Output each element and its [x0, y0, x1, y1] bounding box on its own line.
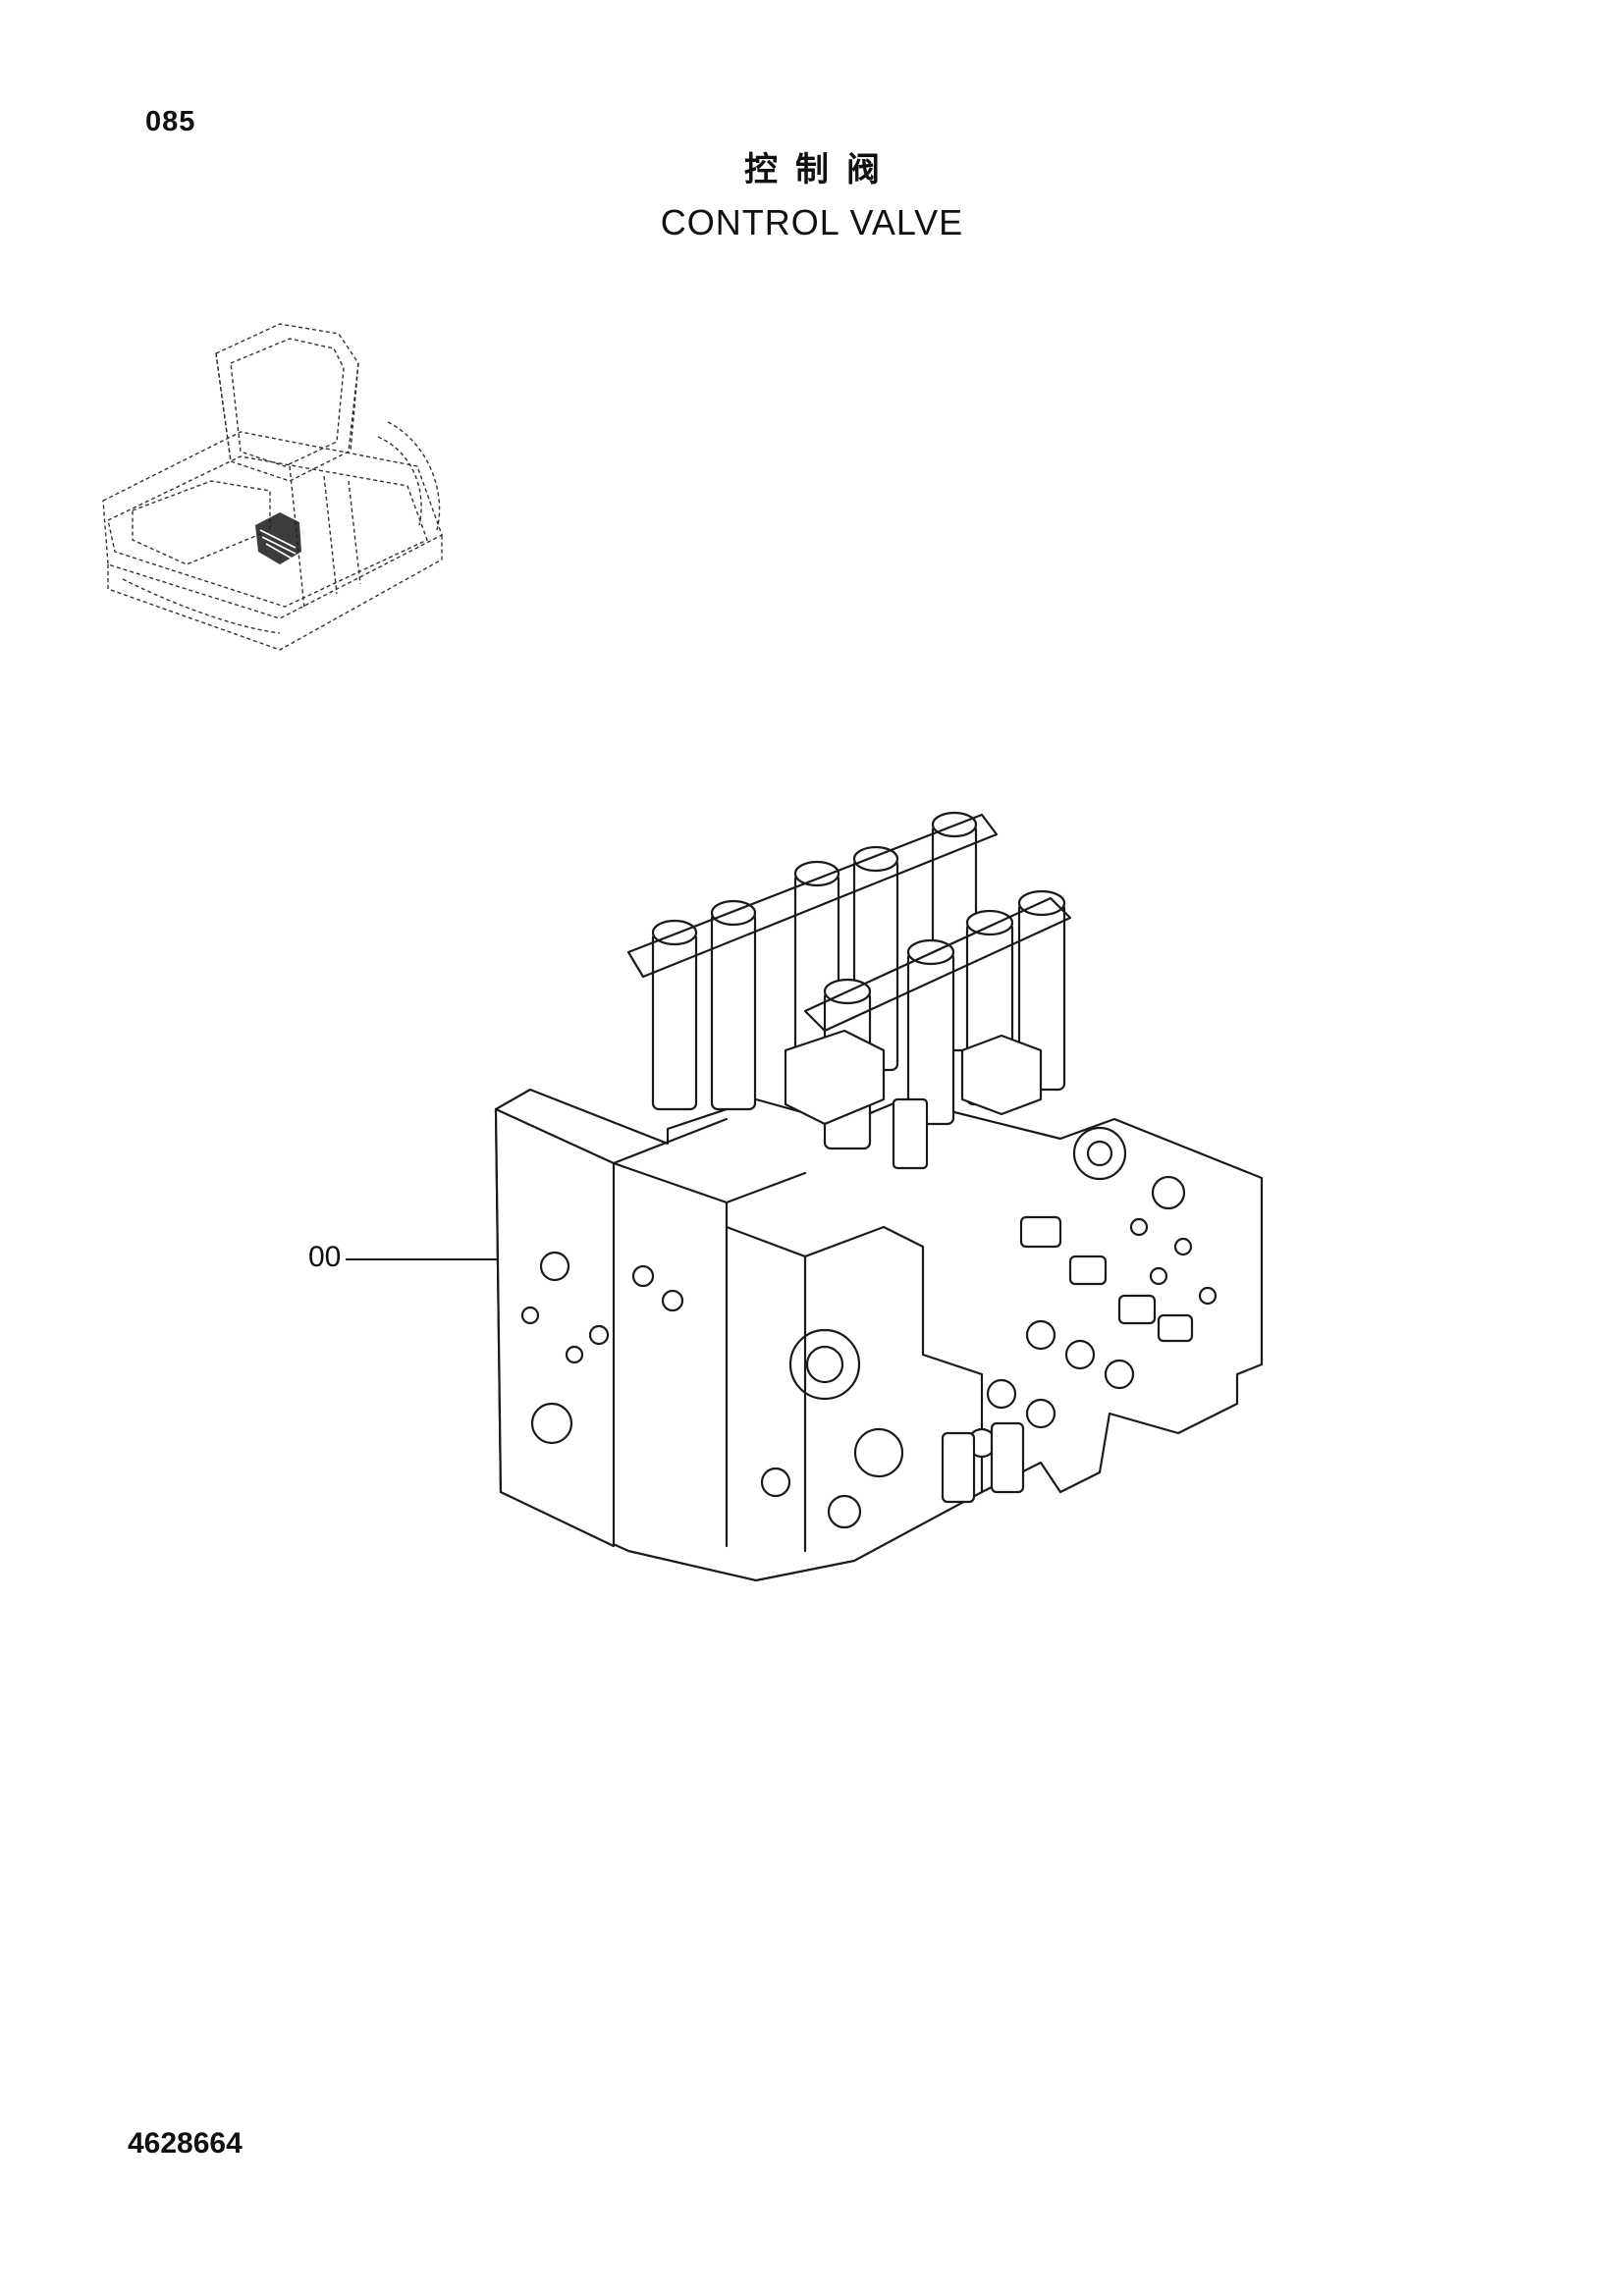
right-side-fittings: [941, 1126, 1218, 1504]
callout-leader-line: [346, 1258, 498, 1260]
callout-text: 00: [308, 1241, 342, 1273]
control-valve-drawing: [295, 805, 1276, 1688]
title-chinese: 控制阀: [744, 150, 897, 189]
callout-label-00: 00: [308, 1241, 341, 1274]
title-english: CONTROL VALVE: [660, 202, 964, 242]
title-block: 控制阀 CONTROL VALVE: [0, 147, 1624, 247]
page-number: 085: [145, 106, 196, 137]
drawing-number: 4628664: [128, 2127, 243, 2160]
machine-locator-illustration: [93, 294, 466, 658]
control-valve-location-marker: [255, 512, 301, 564]
